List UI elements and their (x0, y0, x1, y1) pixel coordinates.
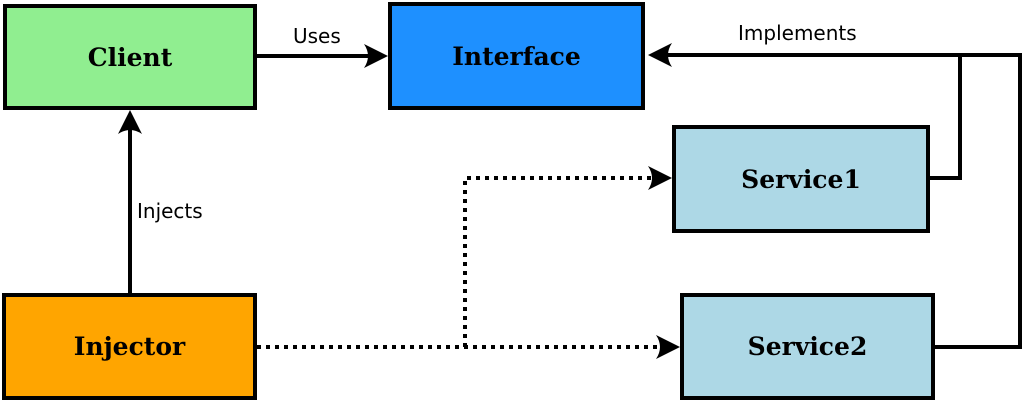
node-injector-label: Injector (73, 332, 186, 361)
injector-to-service1-arrowhead-icon (648, 166, 672, 190)
node-service2-label: Service2 (747, 332, 868, 361)
injects-arrowhead-icon (118, 110, 142, 134)
node-injector: Injector (2, 293, 257, 400)
implements-edge-label: Implements (738, 21, 857, 45)
implements-arrow-line-service2 (666, 53, 1022, 349)
injects-edge-label: Injects (137, 199, 203, 223)
injector-to-service1-dotted-line (463, 176, 652, 347)
implements-arrow-line-service1 (930, 55, 962, 180)
node-interface: Interface (388, 2, 645, 110)
uses-edge-label: Uses (293, 24, 341, 48)
injector-to-service2-arrowhead-icon (656, 335, 680, 359)
node-service2: Service2 (680, 293, 935, 400)
node-client-label: Client (87, 42, 173, 72)
uses-arrowhead-icon (364, 44, 388, 68)
node-service1-label: Service1 (741, 164, 861, 194)
node-client: Client (3, 4, 257, 110)
node-service1: Service1 (672, 125, 930, 233)
node-interface-label: Interface (452, 41, 581, 71)
implements-arrowhead-icon (648, 43, 672, 67)
